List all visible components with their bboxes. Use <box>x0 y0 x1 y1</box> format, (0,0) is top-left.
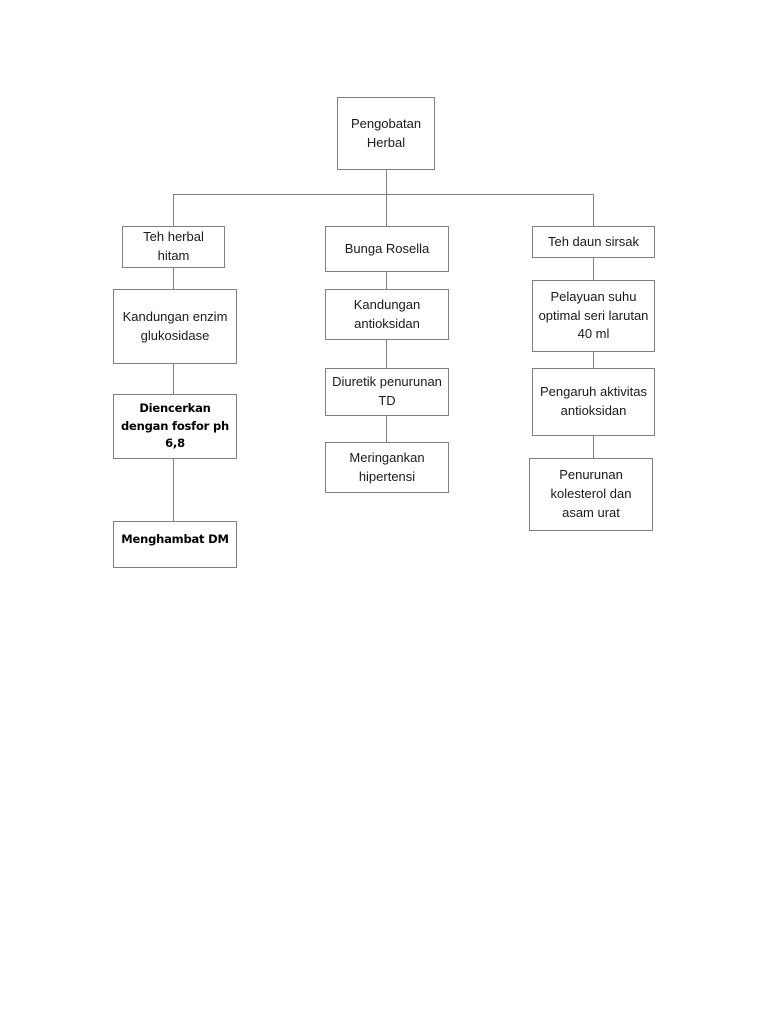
connector-middle-2-3 <box>386 340 387 368</box>
node-meringankan-hipertensi[interactable]: Meringankan hipertensi <box>325 442 449 493</box>
node-diencerkan-fosfor-label: Diencerkan dengan fosfor ph 6,8 <box>121 400 229 451</box>
node-teh-daun-sirsak-label: Teh daun sirsak <box>547 233 640 249</box>
connector-horizontal-bus <box>173 194 594 195</box>
connector-root-stem <box>386 170 387 195</box>
node-bunga-rosella-label: Bunga Rosella <box>344 240 430 256</box>
node-pelayuan-suhu[interactable]: Pelayuan suhu optimal seri larutan 40 ml <box>532 280 655 352</box>
node-kandungan-antioksidan-label: Kandungan antioksidan <box>353 296 421 331</box>
node-pengobatan-herbal-label: Pengobatan Herbal <box>350 115 422 150</box>
connector-bus-to-left-branch <box>173 194 174 226</box>
node-menghambat-dm[interactable]: Menghambat DM <box>113 521 237 568</box>
connector-left-2-3 <box>173 364 174 394</box>
connector-middle-3-4 <box>386 416 387 442</box>
connector-right-1-2 <box>593 258 594 280</box>
node-pelayuan-suhu-label: Pelayuan suhu optimal seri larutan 40 ml <box>538 288 649 342</box>
connector-right-3-4 <box>593 436 594 458</box>
connector-left-1-2 <box>173 268 174 289</box>
node-penurunan-kolesterol-label: Penurunan kolesterol dan asam urat <box>550 467 632 520</box>
node-teh-herbal-hitam[interactable]: Teh herbal hitam <box>122 226 225 268</box>
node-kandungan-enzim-glukosidase-label: Kandungan enzim glukosidase <box>122 308 228 343</box>
node-diuretik-penurunan-td[interactable]: Diuretik penurunan TD <box>325 368 449 416</box>
node-diuretik-penurunan-td-label: Diuretik penurunan TD <box>332 374 442 408</box>
node-bunga-rosella[interactable]: Bunga Rosella <box>325 226 449 272</box>
node-pengobatan-herbal[interactable]: Pengobatan Herbal <box>337 97 435 170</box>
node-diencerkan-fosfor[interactable]: Diencerkan dengan fosfor ph 6,8 <box>113 394 237 459</box>
node-meringankan-hipertensi-label: Meringankan hipertensi <box>349 449 425 484</box>
node-menghambat-dm-label: Menghambat DM <box>121 532 229 546</box>
node-teh-herbal-hitam-label: Teh herbal hitam <box>143 229 204 263</box>
node-kandungan-enzim-glukosidase[interactable]: Kandungan enzim glukosidase <box>113 289 237 364</box>
connector-bus-to-right-branch <box>593 194 594 226</box>
node-kandungan-antioksidan[interactable]: Kandungan antioksidan <box>325 289 449 340</box>
node-pengaruh-aktivitas-antioksidan[interactable]: Pengaruh aktivitas antioksidan <box>532 368 655 436</box>
connector-middle-1-2 <box>386 272 387 289</box>
connector-left-3-4 <box>173 459 174 521</box>
connector-right-2-3 <box>593 352 594 368</box>
node-penurunan-kolesterol[interactable]: Penurunan kolesterol dan asam urat <box>529 458 653 531</box>
node-teh-daun-sirsak[interactable]: Teh daun sirsak <box>532 226 655 258</box>
connector-bus-to-middle-branch <box>386 194 387 226</box>
node-pengaruh-aktivitas-antioksidan-label: Pengaruh aktivitas antioksidan <box>540 384 647 418</box>
